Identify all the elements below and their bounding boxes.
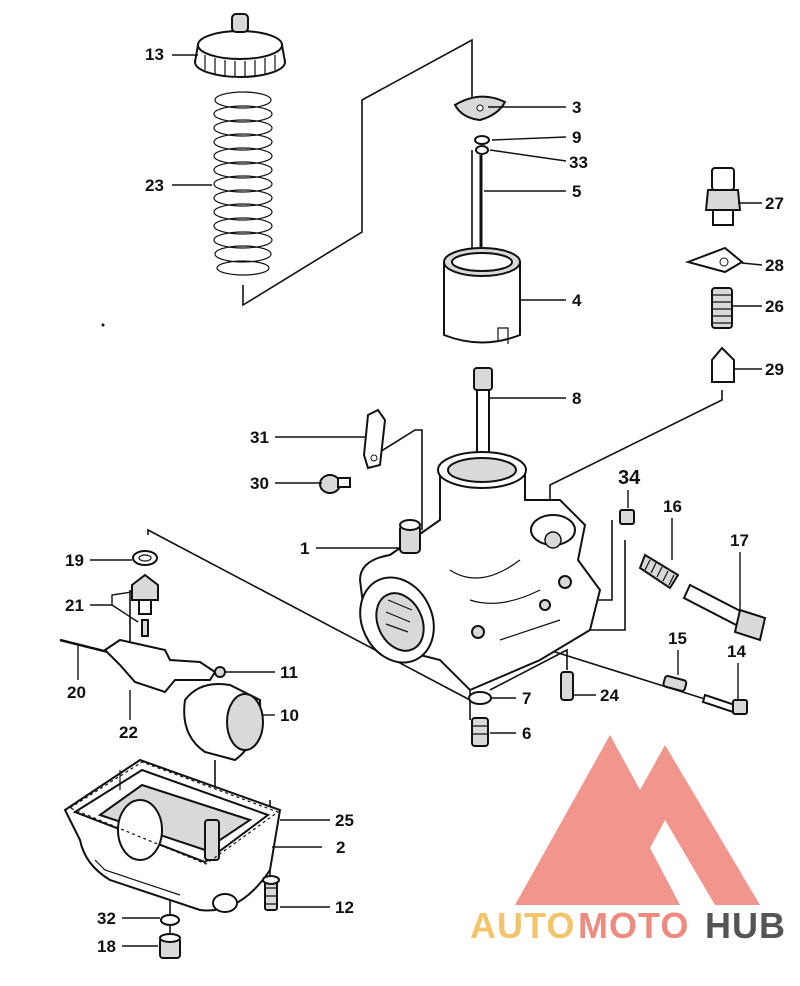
callout-arrows — [77, 54, 763, 947]
label-33: 33 — [569, 153, 588, 172]
part-18-drain-plug — [159, 933, 181, 959]
part-21-float-valve — [131, 573, 159, 637]
part-labels: 13 23 3 9 33 5 4 8 27 28 26 29 31 30 1 3… — [65, 45, 784, 956]
label-23: 23 — [145, 176, 164, 195]
part-28-gasket — [684, 246, 744, 274]
label-14: 14 — [727, 642, 746, 661]
part-14-screw — [701, 693, 748, 715]
label-16: 16 — [663, 497, 682, 516]
watermark-moto: MOTO — [578, 905, 689, 946]
label-9: 9 — [572, 128, 581, 147]
label-19: 19 — [65, 551, 84, 570]
label-4: 4 — [572, 291, 582, 310]
label-18: 18 — [97, 937, 116, 956]
part-8-needle-jet — [473, 367, 493, 461]
label-24: 24 — [600, 686, 619, 705]
label-29: 29 — [765, 360, 784, 379]
label-11: 11 — [280, 663, 298, 682]
part-27-fitting — [704, 167, 742, 226]
label-10: 10 — [280, 706, 299, 725]
label-13: 13 — [145, 45, 164, 64]
part-7-washer — [468, 691, 492, 705]
part-4-throttle-slide — [443, 247, 521, 344]
label-6: 6 — [522, 724, 531, 743]
part-6-main-jet — [471, 717, 489, 747]
label-15: 15 — [668, 629, 687, 648]
part-22-float-arm — [103, 638, 217, 694]
label-3: 3 — [572, 98, 581, 117]
part-26-spring — [711, 287, 733, 329]
part-3-needle-plate — [453, 95, 507, 122]
label-5: 5 — [572, 182, 581, 201]
label-7: 7 — [522, 689, 531, 708]
label-25: 25 — [335, 811, 354, 830]
part-30-screw — [319, 474, 351, 494]
part-9-clip — [474, 135, 490, 145]
part-10-float — [183, 683, 264, 762]
watermark-auto: AUTO — [470, 905, 575, 946]
watermark-hub: HUB — [705, 905, 786, 946]
label-1: 1 — [300, 539, 309, 558]
label-17: 17 — [730, 531, 749, 550]
part-16-spring — [638, 553, 680, 590]
part-33-washer — [475, 145, 489, 155]
part-2-float-bowl — [63, 758, 282, 913]
part-17-adjust-screw — [682, 583, 767, 642]
part-31-bracket — [362, 408, 387, 470]
logo-triangle-mark — [515, 735, 760, 905]
label-12: 12 — [335, 898, 354, 917]
part-25-gasket — [68, 761, 280, 865]
label-21: 21 — [65, 596, 84, 615]
part-11-pin — [214, 666, 226, 678]
part-34-plug — [619, 509, 635, 525]
label-32: 32 — [97, 909, 116, 928]
label-8: 8 — [572, 389, 581, 408]
part-24-jet — [560, 671, 574, 701]
part-15-spring — [662, 674, 688, 692]
part-12-screw — [262, 875, 280, 911]
watermark-logo: AUTO MOTO HUB — [470, 735, 786, 946]
label-31: 31 — [250, 428, 269, 447]
part-23-spring — [213, 91, 273, 276]
label-26: 26 — [765, 297, 784, 316]
part-29-plunger — [711, 346, 735, 383]
part-1-carburetor-body — [358, 451, 602, 692]
label-22: 22 — [119, 723, 138, 742]
label-2: 2 — [336, 838, 345, 857]
speck-dot — [101, 323, 105, 327]
label-34: 34 — [618, 467, 641, 489]
label-20: 20 — [67, 683, 86, 702]
part-19-o-ring — [132, 550, 158, 566]
part-13-top-cap — [194, 13, 286, 78]
part-32-washer — [160, 914, 180, 926]
label-30: 30 — [250, 474, 269, 493]
label-27: 27 — [765, 194, 784, 213]
label-28: 28 — [765, 256, 784, 275]
